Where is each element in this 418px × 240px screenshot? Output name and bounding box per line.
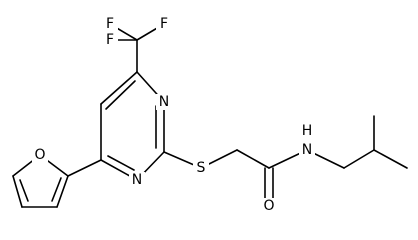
pyrimidine-ring [100,71,165,181]
fluorine-left-label: F [106,32,114,48]
trifluoromethyl-group [109,23,165,73]
atom-labels: F F F N N O S N H O [34,16,312,214]
sulfur-label: S [197,160,206,176]
bond-furan-double-1 [19,179,29,202]
bond-pyrimidine-furan [67,159,102,177]
fluorine-top-left-label: F [106,16,114,32]
bond-furan-double-2 [51,177,62,202]
bond-ch-methyl-right [373,149,408,169]
pyrimidine-nitrogen-lower-label: N [132,172,142,188]
furan-oxygen-label: O [34,147,45,163]
bond-ch2-ch [343,149,375,169]
amide-hydrogen-label: H [302,123,313,139]
bond-furan-c5-c4 [12,175,23,208]
atom-label-backgrounds [32,16,315,214]
amide-nitrogen-label: N [302,142,312,158]
pyrimidine-nitrogen-upper-label: N [159,94,169,110]
furan-ring [12,154,102,208]
bond-ring-double-1 [105,80,136,110]
bond-ch2-carbonyl [236,149,270,169]
molecule-structure: F F F N N O S N H O [12,16,408,214]
fluorine-top-right-label: F [160,16,168,32]
side-chain [163,115,408,202]
bond-ring-double-3 [107,155,135,171]
bond-furan-c3-c2 [56,175,69,208]
carbonyl-oxygen-label: O [263,198,274,214]
bond-ring-c5-c4 [100,71,138,105]
